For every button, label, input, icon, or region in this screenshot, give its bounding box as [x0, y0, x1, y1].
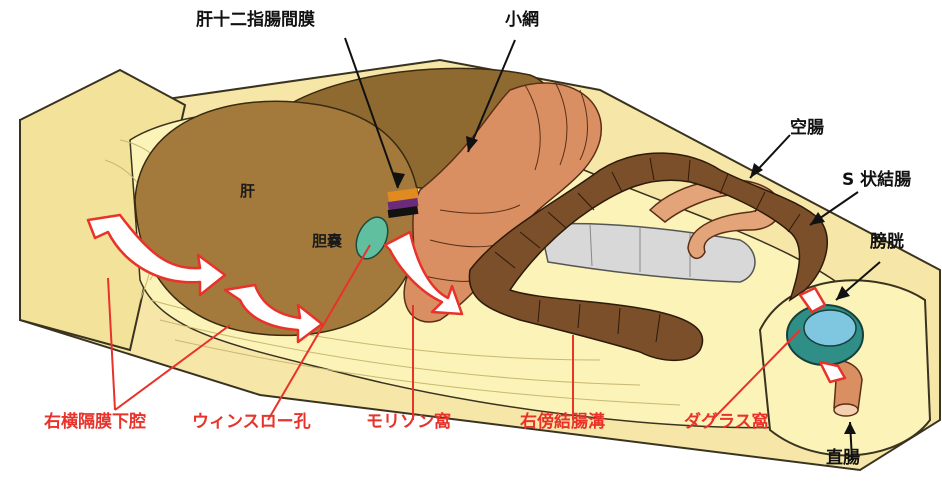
- label-douglas-pouch: ダグラス窩: [684, 412, 769, 432]
- label-right-subphrenic-space: 右横隔膜下腔: [44, 412, 146, 432]
- label-bladder: 膀胱: [870, 232, 904, 252]
- label-sigmoid-colon: S 状結腸: [842, 170, 911, 190]
- label-right-paracolic-gutter: 右傍結腸溝: [520, 412, 605, 432]
- rectum-opening: [834, 404, 858, 416]
- label-lesser-omentum: 小網: [505, 10, 539, 30]
- label-hepatoduodenal-ligament: 肝十二指腸間膜: [196, 10, 315, 30]
- label-rectum: 直腸: [826, 448, 860, 468]
- label-liver: 肝: [240, 180, 255, 201]
- hepatoduodenal-ligament-band: [387, 188, 418, 218]
- bladder-top: [804, 310, 856, 346]
- label-morison-pouch: モリソン窩: [366, 412, 451, 432]
- label-jejunum: 空腸: [790, 118, 824, 138]
- label-foramen-of-winslow: ウィンスロー孔: [192, 412, 311, 432]
- label-gallbladder: 胆嚢: [312, 230, 342, 251]
